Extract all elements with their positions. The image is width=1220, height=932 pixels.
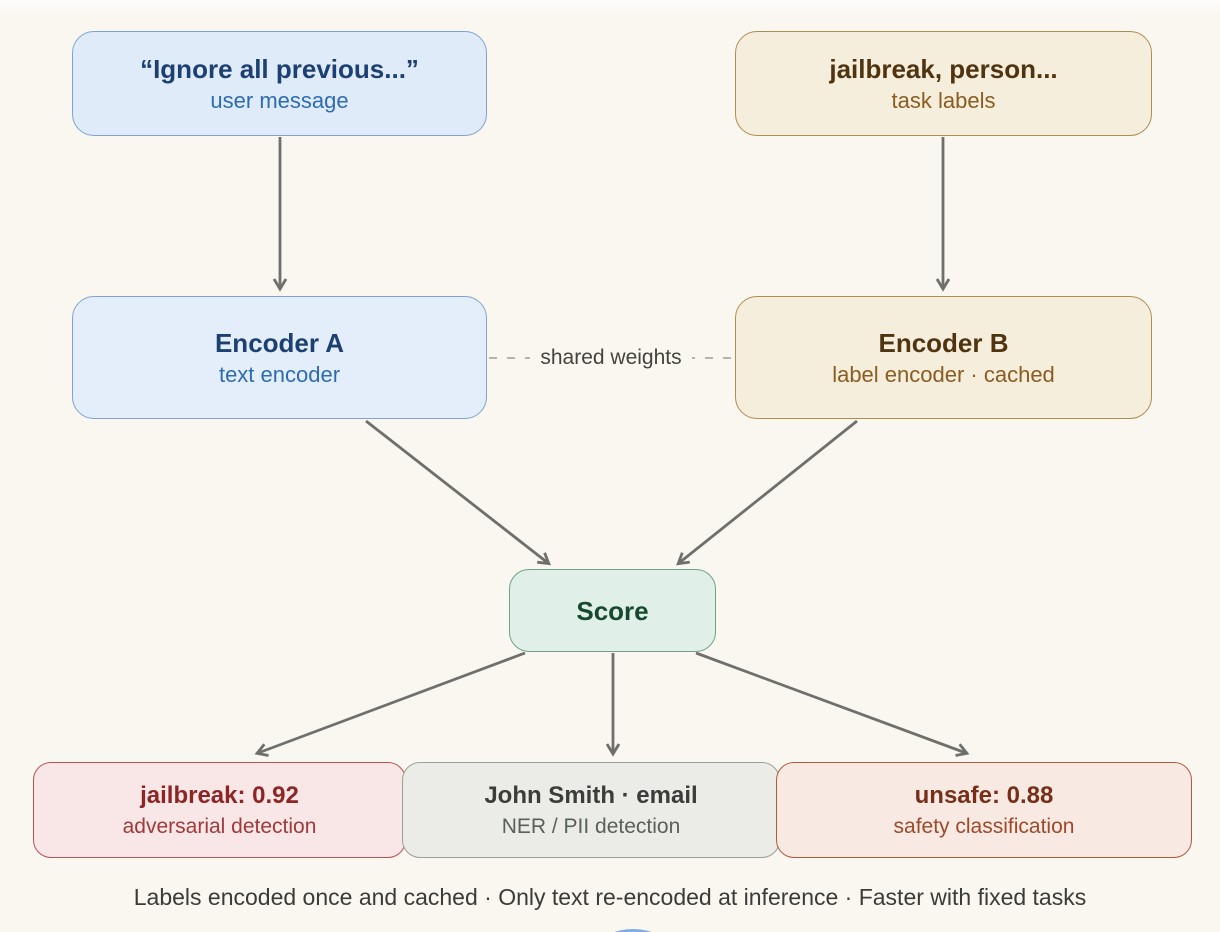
- node-user-message: “Ignore all previous...” user message: [72, 31, 487, 136]
- arrow-encoder-b-to-score: [676, 419, 858, 566]
- user-message-subtitle: user message: [210, 87, 349, 113]
- node-ner-pii-detection: John Smith · email NER / PII detection: [402, 762, 780, 858]
- node-encoder-a: Encoder A text encoder: [72, 296, 487, 419]
- ner-pii-title: John Smith · email: [484, 781, 698, 809]
- safety-subtitle: safety classification: [893, 814, 1075, 838]
- encoder-b-title: Encoder B: [878, 327, 1009, 358]
- adversarial-title: jailbreak: 0.92: [140, 781, 299, 809]
- shared-weights-label: shared weights: [489, 340, 733, 376]
- node-encoder-b: Encoder B label encoder · cached: [735, 296, 1152, 419]
- safety-title: unsafe: 0.88: [914, 781, 1054, 809]
- user-message-title: “Ignore all previous...”: [140, 53, 419, 84]
- arrow-score-to-adversarial: [254, 651, 526, 757]
- adversarial-subtitle: adversarial detection: [122, 814, 317, 838]
- encoder-a-title: Encoder A: [214, 327, 345, 358]
- arrow-encoder-a-to-score: [365, 419, 551, 566]
- score-title: Score: [576, 595, 649, 626]
- task-labels-subtitle: task labels: [891, 87, 996, 113]
- node-score: Score: [509, 569, 716, 652]
- node-adversarial-detection: jailbreak: 0.92 adversarial detection: [33, 762, 406, 858]
- caption-text: Labels encoded once and cached · Only te…: [133, 884, 1087, 910]
- encoder-b-subtitle: label encoder · cached: [832, 361, 1055, 387]
- node-task-labels: jailbreak, person... task labels: [735, 31, 1152, 136]
- node-safety-classification: unsafe: 0.88 safety classification: [776, 762, 1192, 858]
- bottom-blue-button-peek[interactable]: [573, 929, 693, 932]
- top-gradient-strip: [0, 0, 1220, 14]
- ner-pii-subtitle: NER / PII detection: [501, 814, 681, 838]
- arrow-score-to-safety: [695, 651, 970, 757]
- task-labels-title: jailbreak, person...: [829, 53, 1058, 84]
- encoder-a-subtitle: text encoder: [218, 361, 341, 387]
